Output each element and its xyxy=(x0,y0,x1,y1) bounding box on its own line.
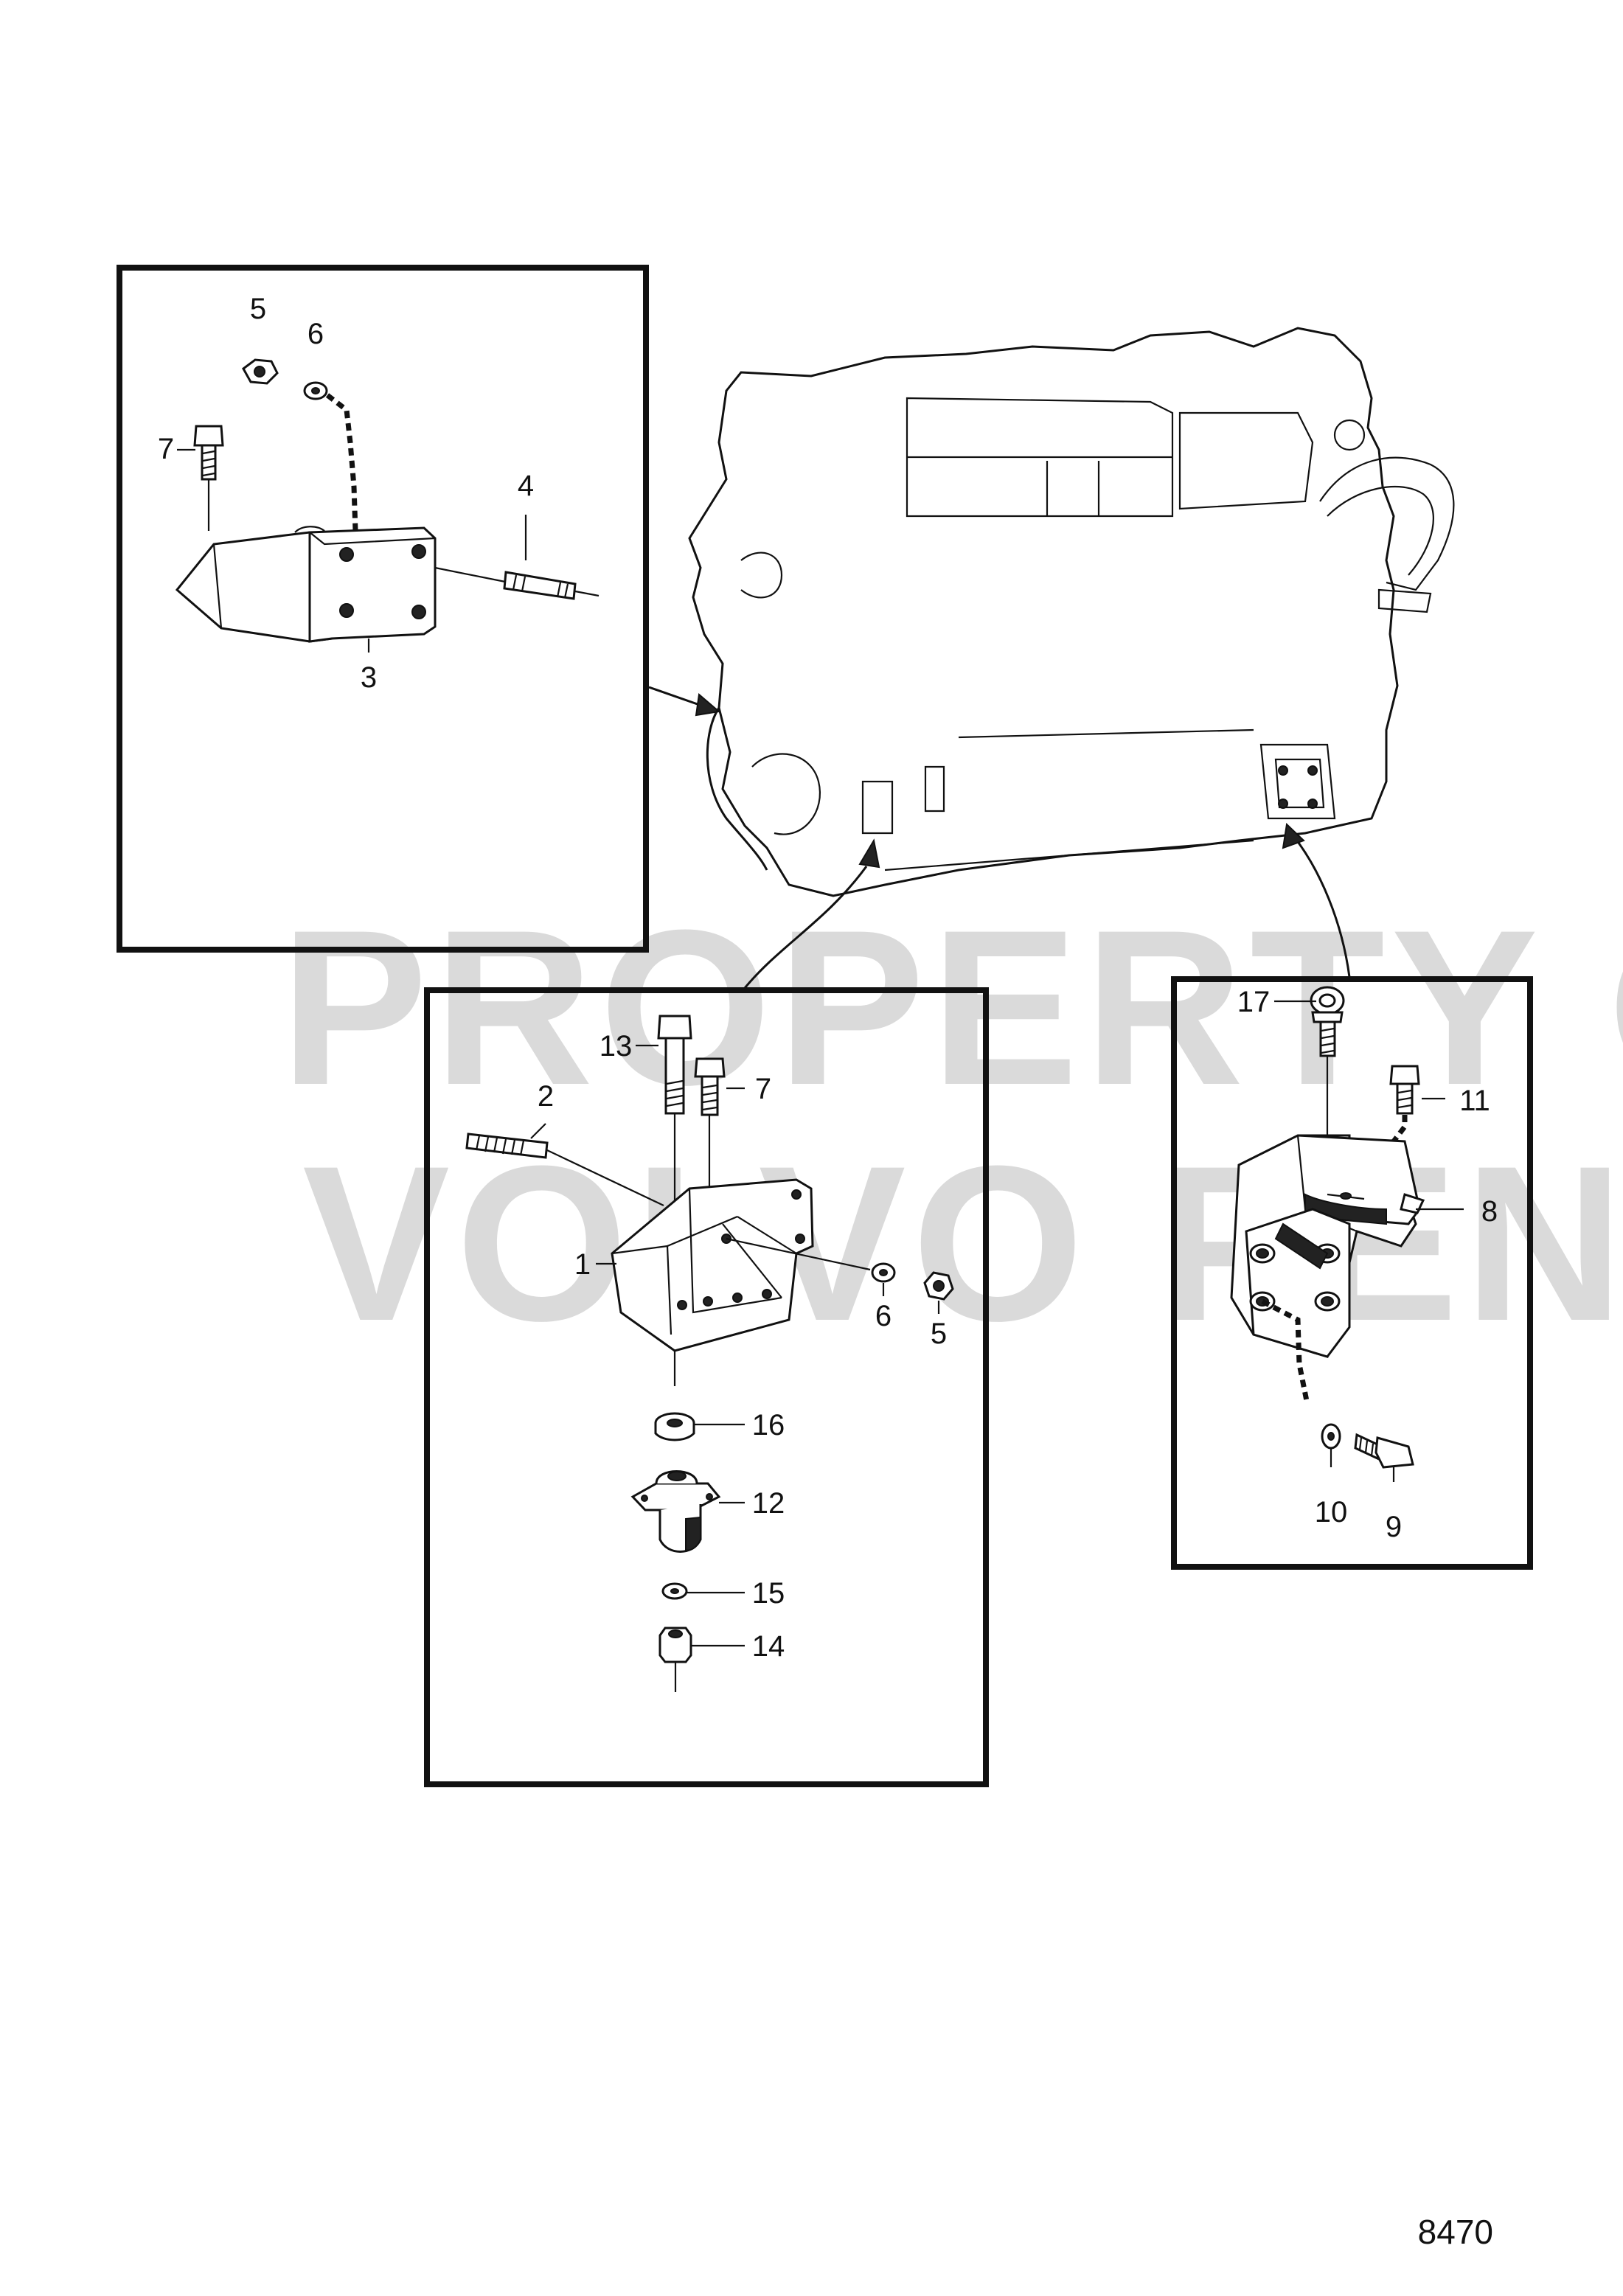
rear-bracket-panel: 17 11 8 10 9 xyxy=(1171,976,1533,1570)
rear-bracket-frame xyxy=(1171,976,1533,1570)
washer-10-part xyxy=(1321,1423,1341,1450)
stud-2-part xyxy=(465,1133,664,1206)
callout-16: 16 xyxy=(752,1409,785,1441)
front-bracket-frame xyxy=(117,265,649,953)
callout-6: 6 xyxy=(307,318,324,350)
callout-8: 8 xyxy=(1481,1195,1498,1228)
callout-12: 12 xyxy=(752,1487,785,1520)
callout-3: 3 xyxy=(361,661,377,694)
nut-14-part xyxy=(658,1627,692,1692)
watermark: PROPERTY OF VOLVO PENTA xyxy=(280,883,1623,1367)
callout-15: 15 xyxy=(752,1577,785,1610)
rubber-mount-12-part xyxy=(630,1470,721,1553)
watermark-line-2: VOLVO PENTA xyxy=(302,1119,1623,1367)
callout-5: 5 xyxy=(250,293,266,325)
callout-7-mount: 7 xyxy=(755,1073,771,1105)
callout-11: 11 xyxy=(1459,1085,1490,1117)
callout-14: 14 xyxy=(752,1630,785,1663)
bolt-7-part xyxy=(193,425,224,531)
watermark-line-1: PROPERTY OF xyxy=(280,883,1623,1131)
callout-9: 9 xyxy=(1386,1511,1402,1543)
eye-bolt-17-part xyxy=(1310,986,1345,1187)
bolt-9-part xyxy=(1354,1433,1414,1469)
callout-17: 17 xyxy=(1237,986,1271,1018)
figure-number: 8470 xyxy=(1418,2213,1493,2251)
callout-4: 4 xyxy=(518,470,534,502)
callout-6-mount: 6 xyxy=(875,1300,892,1332)
nut-5-part xyxy=(242,358,279,385)
washer-16-part xyxy=(654,1412,695,1441)
nut-5-mount-part xyxy=(923,1271,954,1301)
bracket-8-part xyxy=(1230,1134,1425,1358)
callout-1: 1 xyxy=(574,1248,591,1281)
callout-13: 13 xyxy=(599,1030,633,1062)
stud-4-part xyxy=(434,566,599,600)
callout-5-mount: 5 xyxy=(931,1318,947,1350)
mount-assembly-frame xyxy=(424,987,989,1787)
engine-outline xyxy=(688,327,1455,897)
callout-10: 10 xyxy=(1315,1496,1348,1528)
bracket-3-part xyxy=(175,526,437,643)
mount-assembly-panel: 13 7 2 1 6 5 16 12 15 14 xyxy=(424,987,989,1787)
bracket-1-part xyxy=(611,1178,871,1352)
callout-2: 2 xyxy=(538,1080,554,1113)
washer-6-part xyxy=(303,381,328,400)
bolt-7-mount-part xyxy=(694,1057,726,1298)
front-bracket-panel: 5 6 7 4 3 xyxy=(117,265,649,953)
callout-7: 7 xyxy=(158,433,174,465)
washer-6-mount-part xyxy=(871,1262,896,1283)
bolt-11-part xyxy=(1389,1065,1420,1115)
washer-15-part xyxy=(661,1582,688,1600)
leader-arrows xyxy=(648,686,1351,989)
